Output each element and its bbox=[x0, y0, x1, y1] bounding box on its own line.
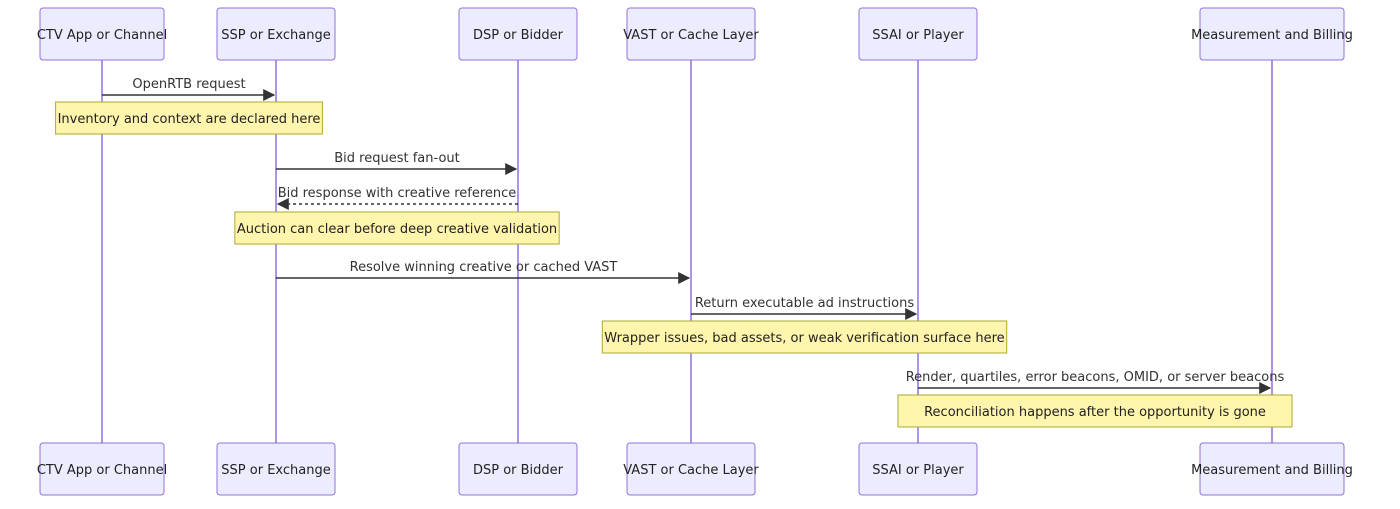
message-5: Resolve winning creative or cached VAST bbox=[276, 260, 691, 284]
message-6: Return executable ad instructions bbox=[691, 296, 918, 320]
actor-label: VAST or Cache Layer bbox=[623, 463, 759, 478]
note-label: Auction can clear before deep creative v… bbox=[237, 222, 557, 237]
actor-meas-bottom: Measurement and Billing bbox=[1191, 442, 1353, 496]
actors-top: CTV App or Channel SSP or Exchange DSP or … bbox=[37, 7, 1353, 61]
actor-ssai-top: SSAI or Player bbox=[858, 7, 978, 61]
note-1: Inventory and context are declared here bbox=[55, 101, 323, 135]
actor-label: SSP or Exchange bbox=[221, 28, 330, 43]
actor-ssp-bottom: SSP or Exchange bbox=[216, 442, 336, 496]
message-label: Bid request fan-out bbox=[334, 151, 459, 166]
message-3: Bid response with creative reference bbox=[276, 186, 518, 210]
note-9: Reconciliation happens after the opportu… bbox=[897, 394, 1293, 428]
actor-box bbox=[39, 442, 165, 496]
actor-label: SSAI or Player bbox=[872, 463, 964, 478]
actor-label: DSP or Bidder bbox=[473, 28, 564, 43]
actor-box bbox=[626, 442, 756, 496]
actor-ctv-bottom: CTV App or Channel bbox=[37, 442, 167, 496]
actor-box bbox=[39, 7, 165, 61]
actor-box bbox=[458, 7, 578, 61]
actor-box bbox=[458, 442, 578, 496]
actor-box bbox=[858, 442, 978, 496]
actor-box bbox=[1199, 442, 1345, 496]
actors-bottom: CTV App or Channel SSP or Exchange DSP or … bbox=[37, 442, 1353, 496]
note-box bbox=[601, 320, 1008, 354]
message-label: Return executable ad instructions bbox=[695, 296, 914, 311]
note-label: Inventory and context are declared here bbox=[58, 112, 321, 127]
actor-ssp-top: SSP or Exchange bbox=[216, 7, 336, 61]
note-box bbox=[234, 211, 560, 245]
message-label: OpenRTB request bbox=[132, 77, 245, 92]
notes: Inventory and context are declared hereA… bbox=[55, 101, 1293, 428]
actor-box bbox=[216, 7, 336, 61]
message-label: Resolve winning creative or cached VAST bbox=[350, 260, 618, 275]
note-4: Auction can clear before deep creative v… bbox=[234, 211, 560, 245]
actor-label: DSP or Bidder bbox=[473, 463, 564, 478]
note-box bbox=[55, 101, 323, 135]
actor-label: SSAI or Player bbox=[872, 28, 964, 43]
actor-vast-bottom: VAST or Cache Layer bbox=[623, 442, 759, 496]
note-label: Wrapper issues, bad assets, or weak veri… bbox=[604, 331, 1004, 346]
message-label: Bid response with creative reference bbox=[278, 186, 517, 201]
actor-meas-top: Measurement and Billing bbox=[1191, 7, 1353, 61]
actor-label: CTV App or Channel bbox=[37, 28, 167, 43]
actor-label: CTV App or Channel bbox=[37, 463, 167, 478]
actor-dsp-top: DSP or Bidder bbox=[458, 7, 578, 61]
actor-label: VAST or Cache Layer bbox=[623, 28, 759, 43]
actor-ssai-bottom: SSAI or Player bbox=[858, 442, 978, 496]
note-box bbox=[897, 394, 1293, 428]
actor-vast-top: VAST or Cache Layer bbox=[623, 7, 759, 61]
actor-box bbox=[216, 442, 336, 496]
message-0: OpenRTB request bbox=[102, 77, 276, 101]
actor-box bbox=[1199, 7, 1345, 61]
actor-label: Measurement and Billing bbox=[1191, 28, 1353, 43]
note-7: Wrapper issues, bad assets, or weak veri… bbox=[601, 320, 1008, 354]
note-label: Reconciliation happens after the opportu… bbox=[924, 405, 1266, 420]
actor-box bbox=[626, 7, 756, 61]
actor-ctv-top: CTV App or Channel bbox=[37, 7, 167, 61]
actor-box bbox=[858, 7, 978, 61]
message-8: Render, quartiles, error beacons, OMID, … bbox=[906, 370, 1285, 394]
actor-dsp-bottom: DSP or Bidder bbox=[458, 442, 578, 496]
actor-label: SSP or Exchange bbox=[221, 463, 330, 478]
actor-label: Measurement and Billing bbox=[1191, 463, 1353, 478]
message-label: Render, quartiles, error beacons, OMID, … bbox=[906, 370, 1285, 385]
message-2: Bid request fan-out bbox=[276, 151, 518, 175]
